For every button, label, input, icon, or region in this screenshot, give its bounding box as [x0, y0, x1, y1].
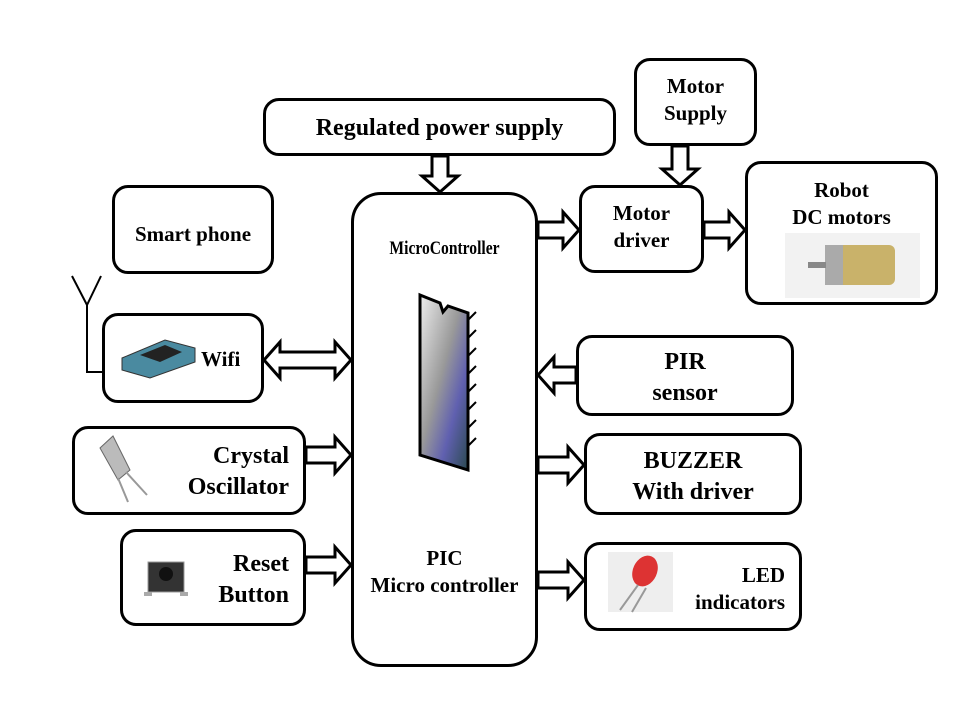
buzzer-line2: With driver: [632, 479, 754, 505]
wifi-block: Wifi: [102, 313, 264, 403]
motor-supply-label: Motor Supply: [637, 73, 754, 127]
led-line1: LED: [741, 563, 785, 587]
smart-phone-block: Smart phone: [112, 185, 274, 274]
buzzer-block: BUZZER With driver: [584, 433, 802, 515]
antenna-icon: [71, 275, 103, 373]
crystal-icon: [99, 435, 148, 503]
motor-driver-line2: driver: [613, 228, 670, 252]
mcu-to-motor-driver-arrow: [536, 208, 582, 252]
crystal-line2: Oscillator: [187, 474, 289, 500]
robot-line1: Robot: [814, 178, 869, 202]
reset-to-mcu-arrow: [304, 543, 354, 587]
led-block: LED indicators: [584, 542, 802, 631]
pir-sensor-block: PIR sensor: [576, 335, 794, 416]
pic-line1: PIC: [426, 546, 463, 570]
motor-supply-block: Motor Supply: [634, 58, 757, 146]
reset-line1: Reset: [233, 551, 289, 577]
ic-chip-icon: [418, 292, 477, 473]
dc-motor-icon: [785, 233, 920, 298]
reset-button-block: Reset Button: [120, 529, 306, 626]
mcu-to-led-arrow: [536, 558, 587, 602]
driver-to-motors-arrow: [702, 208, 748, 252]
motor-driver-line1: Motor: [612, 201, 671, 225]
robot-line2: DC motors: [792, 205, 891, 229]
motor-supply-line1: Motor: [666, 74, 725, 98]
buzzer-label: BUZZER With driver: [587, 446, 799, 508]
power-supply-label: Regulated power supply: [315, 115, 564, 141]
pic-label: PIC Micro controller: [354, 545, 535, 599]
motor-driver-label: Motor driver: [582, 200, 701, 254]
smart-phone-label: Smart phone: [134, 222, 252, 246]
wifi-label: Wifi: [201, 347, 241, 371]
power-to-mcu-arrow: [418, 154, 462, 195]
pir-label: PIR sensor: [579, 347, 791, 409]
led-icon: [608, 552, 673, 613]
mcu-to-buzzer-arrow: [536, 443, 587, 487]
reset-line2: Button: [218, 582, 289, 608]
power-supply-block: Regulated power supply: [263, 98, 616, 156]
pir-line1: PIR: [664, 349, 706, 375]
led-line2: indicators: [695, 590, 785, 614]
crystal-line1: Crystal: [213, 443, 289, 469]
wifi-mcu-arrow: [261, 338, 354, 382]
crystal-to-mcu-arrow: [304, 433, 354, 477]
motor-supply-line2: Supply: [663, 101, 728, 125]
crystal-oscillator-block: Crystal Oscillator: [72, 426, 306, 515]
wifi-module-icon: [121, 339, 196, 379]
reset-label: Reset Button: [218, 549, 289, 611]
motor-supply-to-driver-arrow: [658, 144, 702, 188]
crystal-label: Crystal Oscillator: [188, 441, 289, 503]
pir-to-mcu-arrow: [535, 353, 578, 397]
microcontroller-block: MicroController PIC Micro controller: [351, 192, 538, 667]
led-label: LED indicators: [695, 562, 785, 616]
robot-motors-label: Robot DC motors: [748, 177, 935, 231]
microcontroller-title: MicroController: [389, 238, 500, 259]
buzzer-line1: BUZZER: [643, 448, 743, 474]
robot-motors-block: Robot DC motors: [745, 161, 938, 305]
pic-line2: Micro controller: [370, 573, 519, 597]
motor-driver-block: Motor driver: [579, 185, 704, 273]
pir-line2: sensor: [652, 380, 718, 406]
push-button-icon: [144, 561, 188, 596]
